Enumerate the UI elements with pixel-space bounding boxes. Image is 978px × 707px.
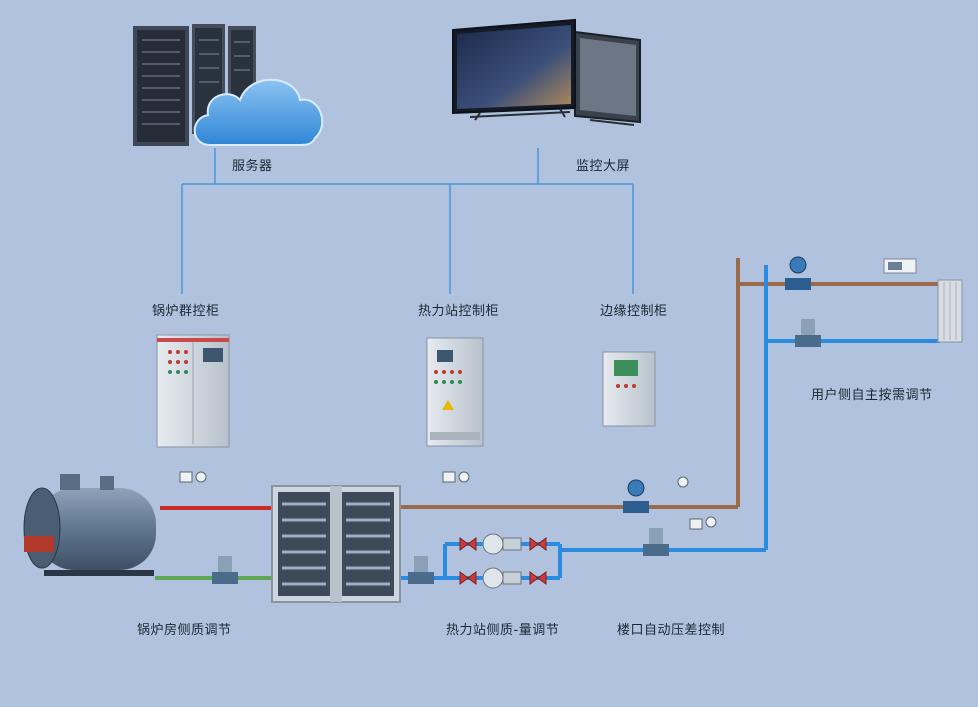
pressure-gauge-icon [179,471,717,530]
server-label: 服务器 [232,159,273,174]
boiler-room-label: 锅炉房侧质调节 [137,623,232,638]
flow-meter-icon [212,556,238,584]
flow-meter-icon [408,556,434,584]
boiler-icon [23,474,156,576]
control-cabinet-icon [426,337,484,447]
edge-cabinet-label: 边缘控制柜 [600,304,668,319]
thermostat-icon [883,258,917,274]
station-cabinet-label: 热力站控制柜 [418,304,500,319]
user-side-label: 用户侧自主按需调节 [811,388,933,403]
cloud-icon [193,78,324,146]
tv-screen-icon [452,18,641,126]
flow-meter-icon [623,479,649,513]
network-lines [181,148,634,294]
building-entry-label: 楼口自动压差控制 [617,623,726,638]
control-cabinet-icon [156,334,230,448]
radiator-icon [937,279,963,343]
control-cabinet-icon [602,351,656,427]
pump-icon [482,533,522,555]
flow-meter-icon [643,528,669,556]
valve-icon [459,537,547,585]
flow-meter-icon [795,319,821,347]
station-side-label: 热力站侧质-量调节 [446,623,560,638]
monitor-screen-label: 监控大屏 [576,159,631,174]
boiler-cabinet-label: 锅炉群控柜 [152,304,220,319]
pump-icon [482,567,522,589]
flow-meter-icon [785,256,811,290]
heat-exchanger-icon [271,485,401,603]
